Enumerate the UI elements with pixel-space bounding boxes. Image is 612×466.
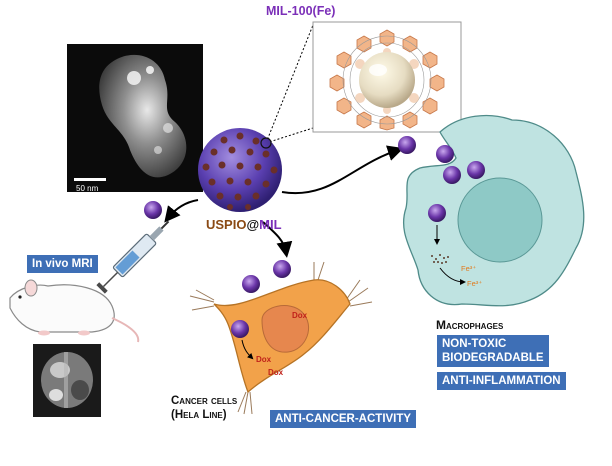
scale-bar (74, 178, 106, 181)
mouse-illustration (9, 279, 140, 343)
dox-label-3: Dox (268, 368, 284, 377)
biodegradable-text: BIODEGRADABLE (442, 352, 544, 364)
mri-scan (33, 344, 101, 417)
nanoparticle-label-at: @ (246, 217, 259, 232)
fe-ion-label-1: Fe³⁺ (461, 264, 476, 273)
non-toxic-biodegradable-badge: NON-TOXIC BIODEGRADABLE (437, 335, 549, 367)
zoom-lines (265, 24, 314, 144)
cancer-cells-label: Cancer cells (Hela Line) (171, 394, 237, 422)
macrophages-label: Macrophages (436, 318, 504, 332)
non-toxic-text: NON-TOXIC (442, 338, 507, 350)
cancer-cells-text: Cancer cells (171, 395, 238, 407)
mil-100-label: MIL-100(Fe) (266, 4, 335, 18)
nanoparticle-label: USPIO@MIL (206, 217, 282, 232)
arrows (164, 145, 404, 258)
tem-micrograph (67, 44, 203, 192)
macrophage-cell (402, 114, 585, 307)
dox-label-2: Dox (256, 355, 272, 364)
syringe-icon (96, 220, 170, 294)
dox-label-1: Dox (292, 311, 308, 320)
in-vivo-mri-badge: In vivo MRI (27, 255, 98, 273)
mof-crystal-illustration (312, 21, 462, 133)
nanoparticle-label-uspio: USPIO (206, 217, 246, 232)
scale-bar-label: 50 nm (76, 184, 99, 193)
fe-ion-label-2: Fe³⁺ (467, 279, 482, 288)
anti-cancer-activity-badge: ANTI-CANCER-ACTIVITY (270, 410, 417, 428)
uspio-mil-nanoparticle (198, 128, 282, 212)
free-nanoparticles (144, 136, 416, 293)
hela-line-text: (Hela Line) (171, 409, 227, 421)
cancer-cell (189, 261, 373, 415)
anti-inflammation-badge: ANTI-INFLAMMATION (437, 372, 566, 390)
nanoparticle-label-mil: MIL (259, 217, 281, 232)
